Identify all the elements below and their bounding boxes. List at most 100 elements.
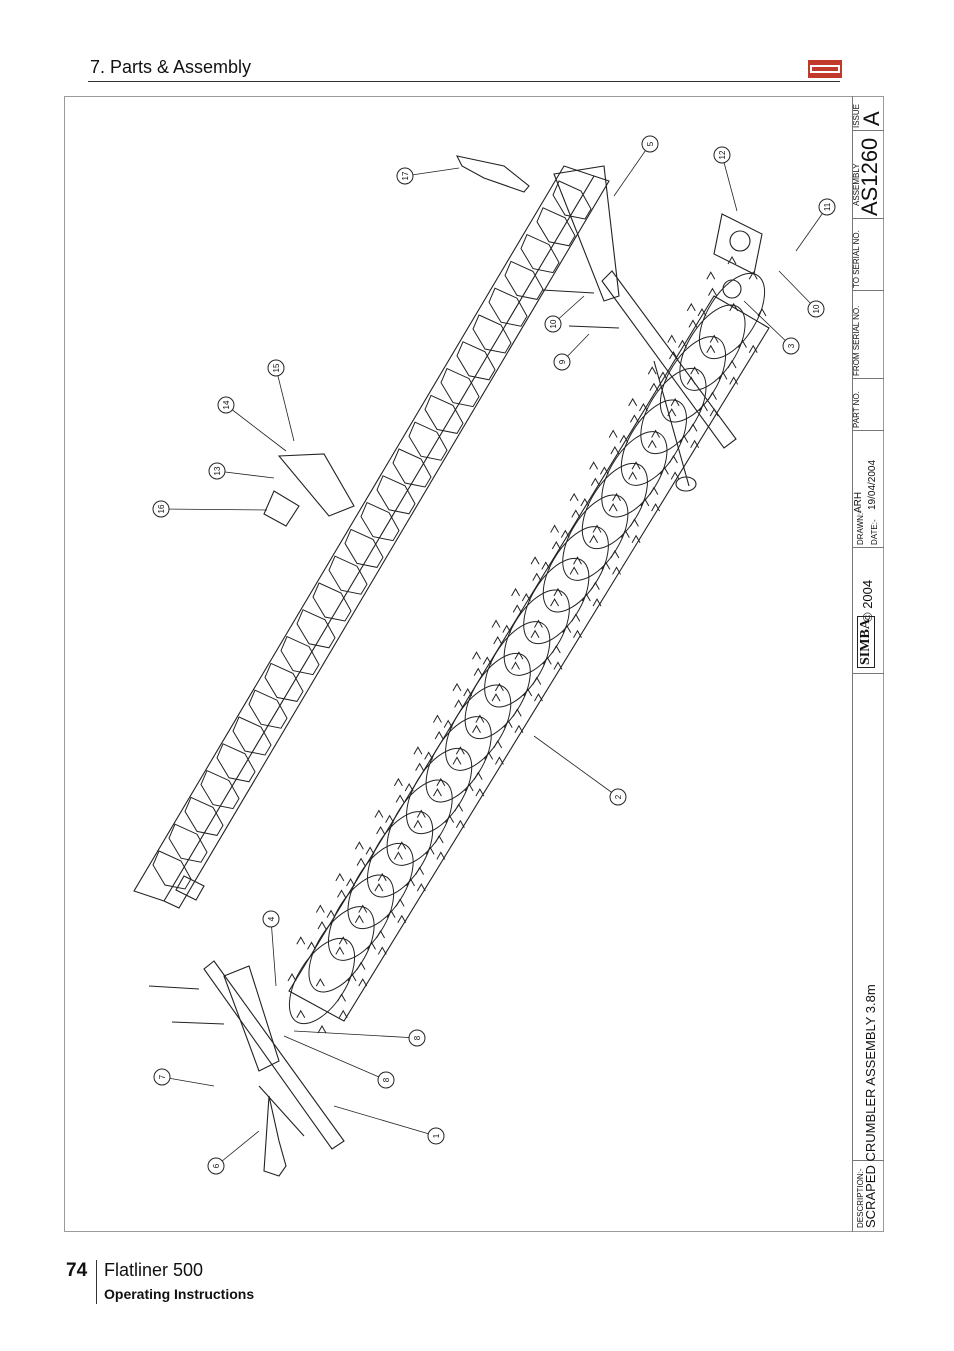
crumbler-tooth	[338, 936, 348, 945]
crumbler-tooth	[491, 693, 501, 702]
title-block-divider	[852, 378, 884, 379]
callout-label: 3	[787, 343, 796, 348]
crumbler-tooth	[668, 454, 678, 464]
crumbler-tooth	[651, 429, 661, 438]
crumbler-tooth	[553, 587, 563, 597]
crumbler-tooth	[287, 972, 297, 982]
from-serial-label: FROM SERIAL NO.	[852, 305, 861, 376]
crumbler-tooth	[455, 746, 465, 755]
crumbler-tooth	[638, 402, 648, 412]
crumbler-ring	[445, 684, 512, 771]
crumbler-tooth	[415, 762, 425, 771]
crumbler-ring	[464, 652, 531, 740]
callout-circle	[267, 359, 285, 377]
crumbler-tooth	[393, 777, 403, 787]
callout-label: 16	[157, 504, 166, 513]
scraper-tine	[536, 207, 576, 247]
crumbler-tooth	[415, 866, 425, 875]
crumbler-tooth	[397, 914, 407, 924]
crumbler-tooth	[365, 846, 375, 855]
crumbler-tooth	[338, 1009, 348, 1019]
callout-label: 12	[718, 150, 727, 159]
crumbler-tooth	[454, 803, 464, 812]
section-title: 7. Parts & Assembly	[90, 57, 252, 77]
crumbler-tooth	[708, 287, 717, 296]
callout-label: 2	[614, 794, 623, 799]
assembly-value: AS1260	[857, 137, 882, 216]
callout-circle	[396, 167, 414, 185]
description-value: SCRAPED CRUMBLER ASSEMBLY 3.8m	[863, 984, 878, 1228]
callout-label: 10	[812, 304, 821, 313]
crumbler-tooth	[433, 788, 442, 797]
drawing-frame	[64, 96, 884, 1232]
crumbler-tooth	[494, 756, 504, 765]
crumbler-ring	[503, 589, 570, 676]
crumbler-tooth	[395, 898, 405, 907]
simba-title-logo: SIMBA	[857, 616, 875, 668]
footer-rule	[96, 1260, 97, 1304]
crumbler-tooth	[589, 461, 599, 470]
callout-circle	[152, 500, 170, 518]
callout-label: 4	[267, 916, 276, 921]
crumbler-tooth	[512, 708, 522, 717]
scraper-tine	[488, 287, 528, 327]
crumbler-tooth	[376, 929, 386, 939]
crumbler-tooth	[493, 739, 503, 749]
crumbler-tooth	[649, 382, 659, 391]
crumbler-tooth	[629, 414, 639, 423]
crumbler-tooth	[454, 699, 464, 708]
callout-circle	[427, 1127, 445, 1145]
crumbler-tooth	[514, 651, 524, 660]
footer-subtitle: Operating Instructions	[104, 1286, 255, 1302]
crumbler-tooth	[436, 777, 446, 787]
footer-product-name: Flatliner 500	[104, 1260, 204, 1280]
scraper-tine	[232, 716, 272, 756]
scraper-tine	[264, 662, 304, 702]
crumbler-tooth	[337, 889, 346, 898]
crumbler-tooth	[708, 391, 717, 400]
crumbler-tooth	[599, 466, 609, 475]
scraper-tine	[504, 260, 544, 300]
crumbler-tooth	[395, 794, 405, 803]
callout-label: 6	[212, 1163, 221, 1168]
crumbler-tooth	[317, 1024, 327, 1034]
callout-circle	[153, 1068, 171, 1086]
crumbler-tooth	[472, 724, 481, 734]
crumbler-tooth	[530, 556, 540, 565]
crumbler-tooth	[757, 307, 767, 317]
crumbler-tooth	[608, 429, 618, 438]
scraper-tine	[344, 528, 384, 568]
crumbler-tooth	[385, 814, 395, 823]
callout-label: 8	[382, 1077, 391, 1082]
crumbler-tooth	[475, 788, 485, 797]
title-block-divider	[852, 290, 884, 291]
crumbler-tooth	[452, 682, 462, 692]
crumbler-tooth	[346, 877, 356, 887]
callout-label: 5	[646, 141, 655, 146]
issue-value: A	[859, 111, 884, 126]
crumbler-tooth	[424, 751, 434, 760]
callout-circle	[377, 1071, 395, 1089]
crumbler-tooth	[550, 524, 560, 533]
callout-circle	[553, 353, 571, 371]
crumbler-tooth	[628, 471, 638, 480]
date-label: DATE:-	[870, 519, 879, 545]
crumbler-tooth	[709, 334, 719, 343]
crumbler-tooth	[335, 946, 345, 955]
crumbler-tooth	[569, 492, 579, 502]
scraper-tine	[280, 635, 320, 676]
callout-label: 13	[213, 466, 222, 475]
scraper-tine	[152, 850, 192, 890]
scraper-tine	[376, 475, 416, 515]
crumbler-tooth	[706, 271, 716, 280]
crumbler-ring	[640, 367, 707, 455]
crumbler-tooth	[317, 920, 327, 930]
crumbler-tooth	[551, 540, 561, 550]
part-no-label: PART NO.	[852, 391, 861, 428]
crumbler-tooth	[571, 613, 581, 622]
callout-label: 15	[272, 363, 281, 372]
crumbler-ring	[327, 874, 395, 961]
callout-circle	[641, 135, 659, 153]
crumbler-tooth	[592, 524, 602, 533]
